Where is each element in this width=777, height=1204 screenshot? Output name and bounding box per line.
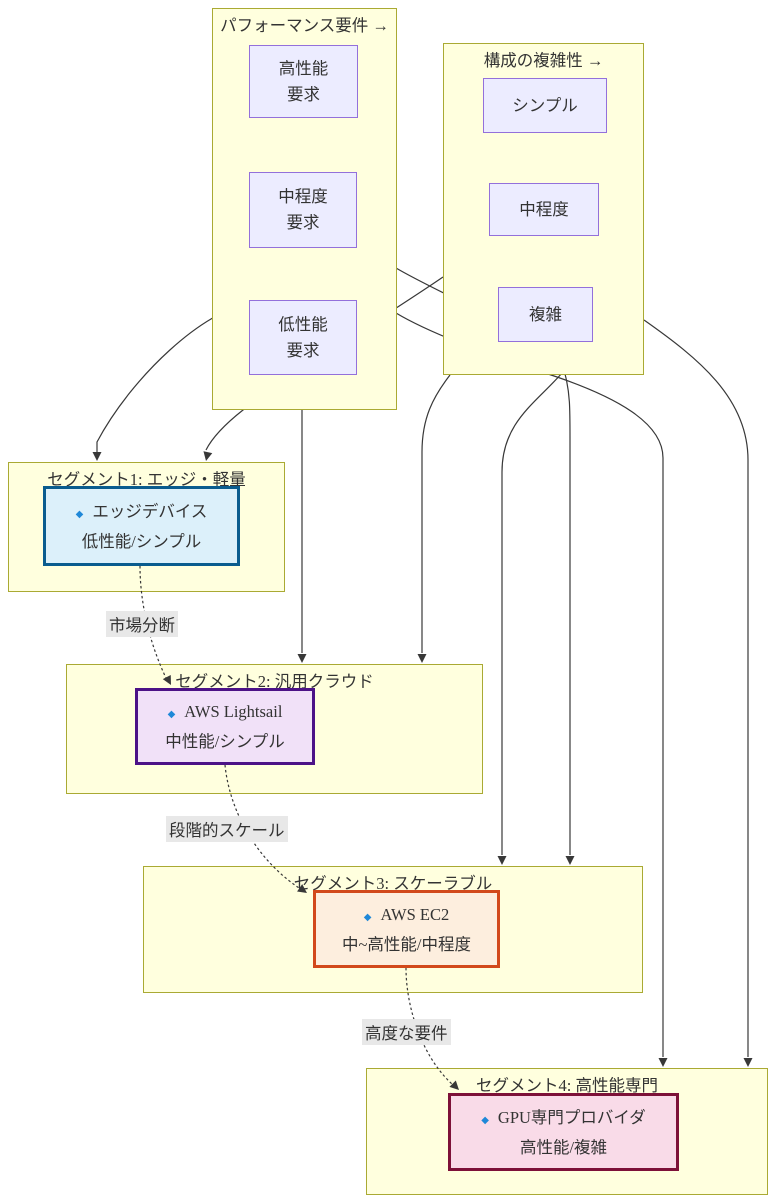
arrowhead <box>297 884 307 893</box>
segment3-node: ◆ AWS EC2 中~高性能/中程度 <box>313 890 500 968</box>
arrowhead <box>449 1080 459 1090</box>
diamond-bullet-icon: ◆ <box>481 1114 489 1126</box>
arrowhead <box>565 856 575 865</box>
arrowhead <box>417 654 427 663</box>
node-complex: 複雑 <box>498 287 593 342</box>
segment1-provider: エッジデバイス <box>92 501 208 521</box>
cluster-performance-title: パフォーマンス要件 → <box>220 16 389 35</box>
cluster-segment3-title: セグメント3: スケーラブル <box>293 874 493 893</box>
cluster-segment2-title: セグメント2: 汎用クラウド <box>175 672 374 691</box>
segment3-spec: 中~高性能/中程度 <box>341 934 471 954</box>
cluster-complexity-title: 構成の複雑性 → <box>483 51 604 70</box>
node-simple: シンプル <box>483 78 607 133</box>
segment4-spec: 高性能/複雑 <box>519 1137 608 1157</box>
cluster-segment4-title: セグメント4: 高性能専門 <box>476 1076 658 1095</box>
diamond-bullet-icon: ◆ <box>75 508 84 520</box>
segment2-spec: 中性能/シンプル <box>165 732 285 751</box>
arrowhead <box>203 451 213 461</box>
arrowhead <box>92 452 102 461</box>
diamond-bullet-icon: ◆ <box>363 911 372 923</box>
arrowhead <box>297 654 307 663</box>
edge-label-gradual-scale: 段階的スケール <box>166 816 288 842</box>
segment3-provider: AWS EC2 <box>380 904 450 924</box>
arrowhead <box>743 1058 753 1067</box>
edge-label-advanced-requirements: 高度な要件 <box>362 1019 451 1045</box>
node-low-performance: 低性能 要求 <box>249 300 357 375</box>
edge-label-market-split: 市場分断 <box>106 611 178 637</box>
node-medium-performance: 中程度 要求 <box>249 172 357 248</box>
segment2-provider: AWS Lightsail <box>184 702 283 721</box>
cluster-segment1-title: セグメント1: エッジ・軽量 <box>47 470 246 489</box>
edge-complexity-to-seg4 <box>643 319 749 1057</box>
arrowhead <box>658 1058 668 1067</box>
arrowhead <box>497 856 507 865</box>
segment1-spec: 低性能/シンプル <box>81 531 202 551</box>
node-medium-complexity: 中程度 <box>489 183 599 236</box>
arrowhead <box>162 674 171 685</box>
node-high-performance: 高性能 要求 <box>249 45 358 118</box>
segment4-node: ◆ GPU専門プロバイダ 高性能/複雑 <box>448 1093 679 1171</box>
segment4-provider: GPU専門プロバイダ <box>497 1107 646 1127</box>
segment2-node: ◆ AWS Lightsail 中性能/シンプル <box>135 688 315 765</box>
edge-complexity-to-seg2 <box>421 374 451 653</box>
segment1-node: ◆ エッジデバイス 低性能/シンプル <box>43 486 240 566</box>
diamond-bullet-icon: ◆ <box>167 709 176 720</box>
